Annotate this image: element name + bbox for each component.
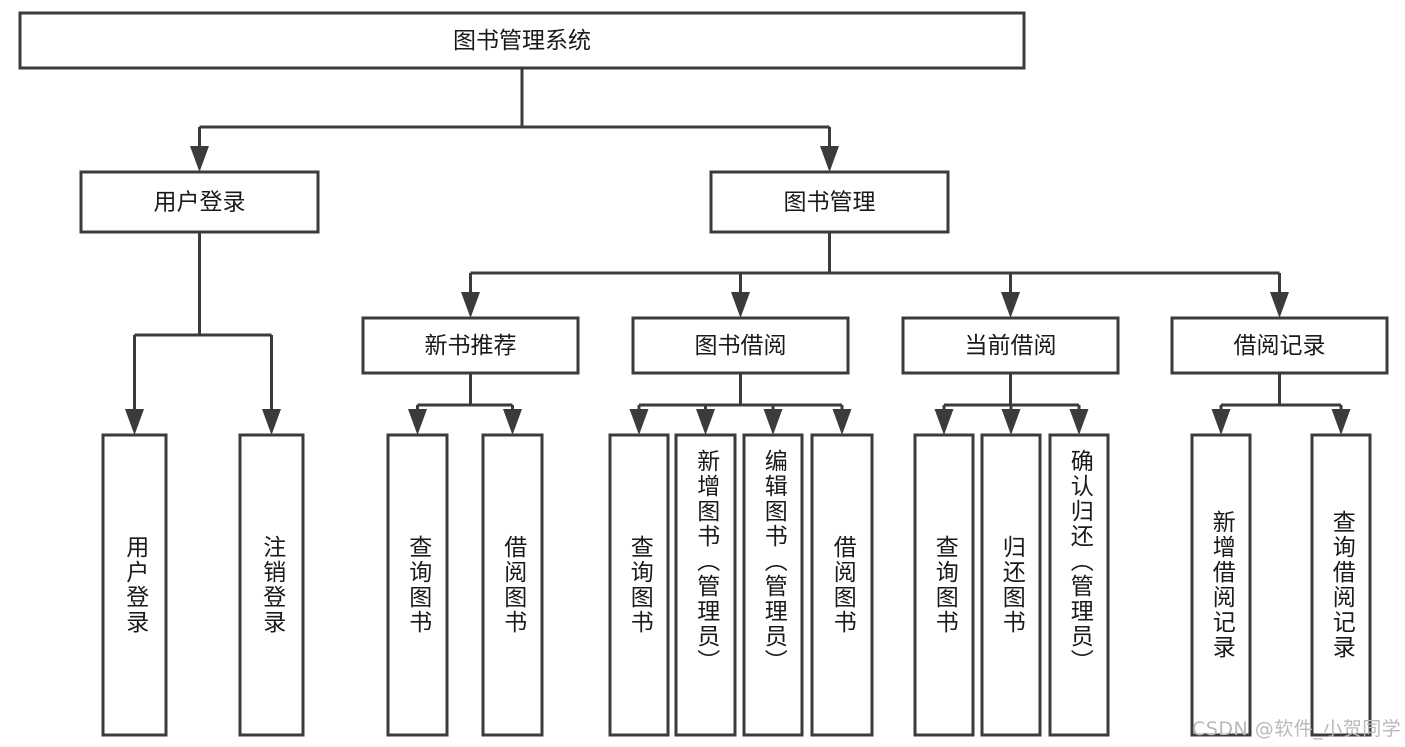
node-box-book-borrow[interactable]	[631, 316, 850, 375]
node-box-leaf-borrow-book-1[interactable]	[481, 433, 544, 737]
edge-e-br-query-record	[1278, 373, 1351, 435]
edge-e-bm-book-borrow	[731, 232, 831, 318]
node-box-leaf-query-book-3[interactable]	[913, 433, 975, 737]
node-box-new-book-rec[interactable]	[361, 316, 580, 375]
node-box-leaf-confirm-return[interactable]	[1048, 433, 1110, 737]
edge-e-ul-leaf-user-logout	[198, 232, 281, 435]
edges-layer	[125, 68, 1351, 435]
node-box-leaf-query-book-2[interactable]	[608, 433, 670, 737]
node-box-leaf-add-record[interactable]	[1190, 433, 1252, 737]
edge-e-br-add-record	[1211, 373, 1281, 435]
edge-e-ul-leaf-user-login	[125, 232, 201, 435]
node-box-leaf-edit-book[interactable]	[742, 433, 804, 737]
nodes-layer	[18, 11, 1389, 737]
edge-e-root-user-login	[190, 68, 524, 172]
node-box-root[interactable]	[18, 11, 1026, 70]
node-box-leaf-query-book-1[interactable]	[386, 433, 449, 737]
node-box-leaf-borrow-book-2[interactable]	[810, 433, 874, 737]
node-label-book-manage: 图书管理	[784, 190, 876, 216]
edge-e-nbr-query-1	[408, 373, 472, 435]
node-box-current-borrow[interactable]	[901, 316, 1120, 375]
node-label-borrow-record: 借阅记录	[1234, 333, 1326, 359]
node-box-leaf-query-record[interactable]	[1310, 433, 1372, 737]
edge-e-bb-borrow-2	[739, 373, 852, 435]
edge-e-root-book-manage	[520, 68, 839, 172]
node-box-book-manage[interactable]	[709, 170, 950, 234]
node-box-user-login[interactable]	[79, 170, 320, 234]
node-box-leaf-user-login[interactable]	[101, 433, 168, 737]
node-label-new-book-rec: 新书推荐	[425, 333, 517, 359]
edge-e-nbr-borrow-1	[469, 373, 522, 435]
csdn-watermark: CSDN @软件_小贺同学	[1192, 718, 1402, 740]
edge-e-cb-query-3	[934, 373, 1012, 435]
node-box-leaf-return-book[interactable]	[980, 433, 1042, 737]
node-box-leaf-add-book[interactable]	[674, 433, 737, 737]
node-box-leaf-user-logout[interactable]	[238, 433, 305, 737]
edge-e-bm-new-book-rec	[461, 232, 831, 318]
edge-e-bm-borrow-record	[828, 232, 1289, 318]
node-label-root: 图书管理系统	[453, 28, 591, 54]
edge-e-cb-confirm	[1009, 373, 1089, 435]
node-box-borrow-record[interactable]	[1170, 316, 1389, 375]
node-label-user-login: 用户登录	[154, 190, 246, 216]
edge-e-bm-current-borrow	[828, 232, 1020, 318]
node-label-book-borrow: 图书借阅	[695, 333, 787, 359]
node-label-current-borrow: 当前借阅	[965, 333, 1057, 359]
